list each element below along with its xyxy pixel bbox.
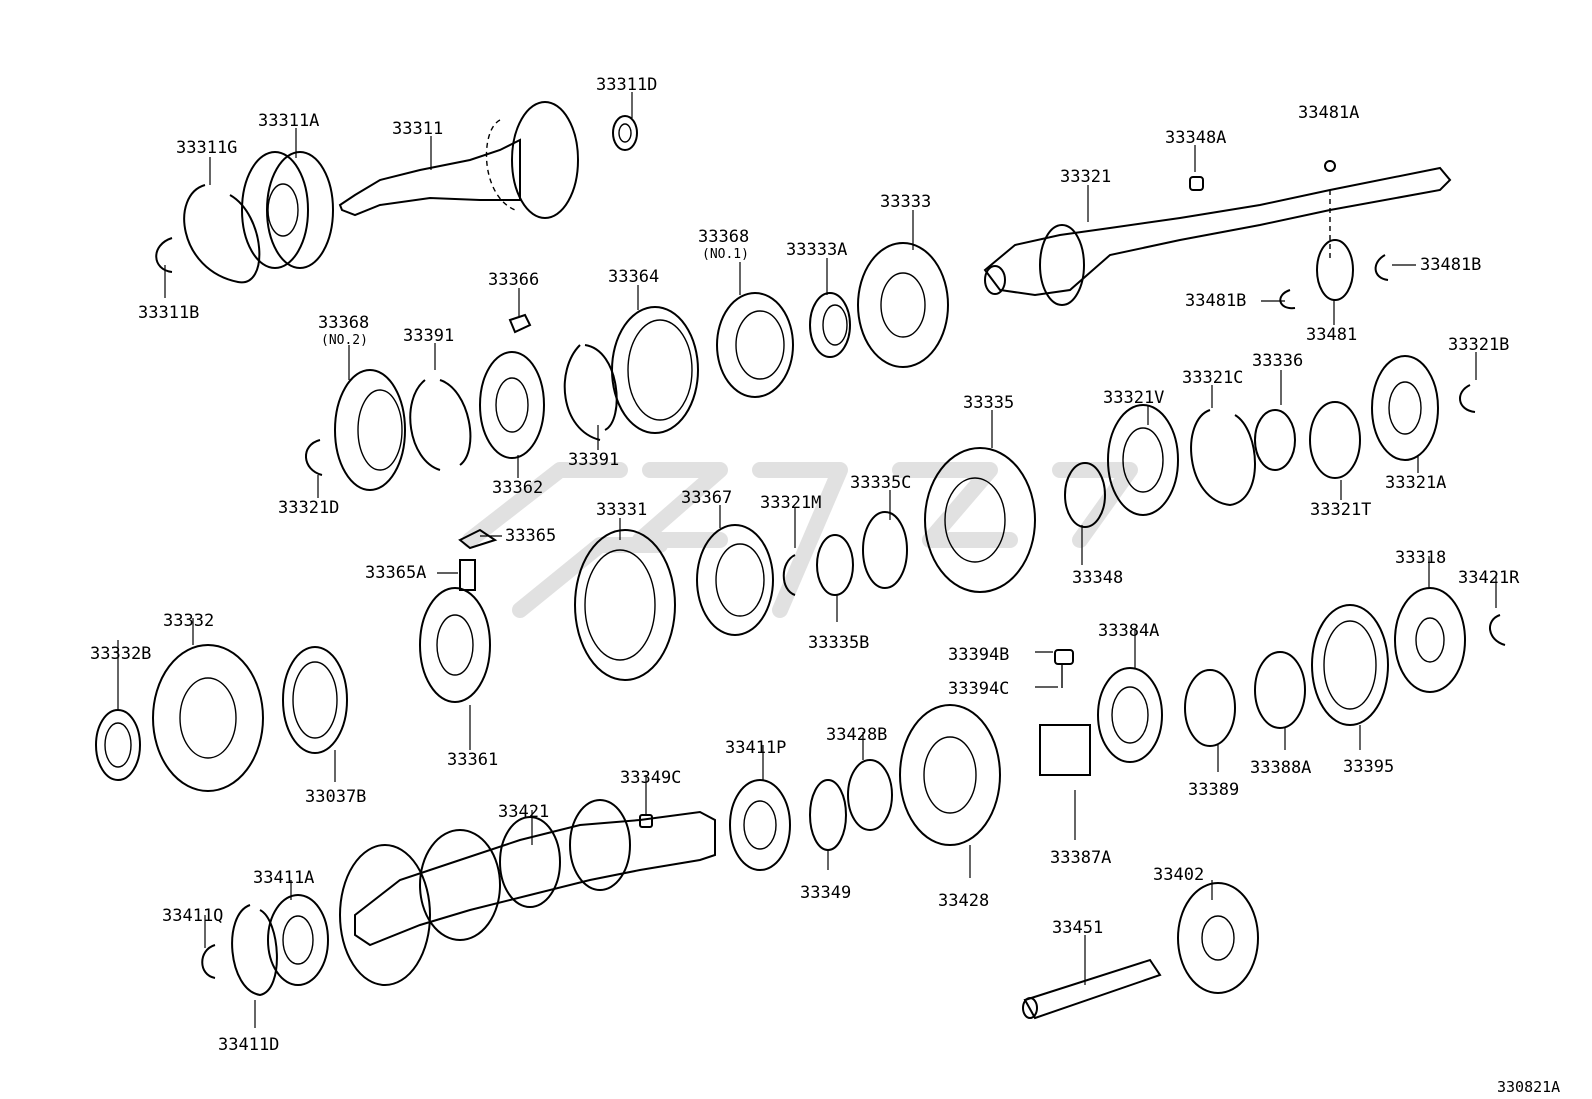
label-33349C: 33349C — [620, 768, 681, 788]
fifth-gear-group — [1039, 587, 1506, 776]
input-shaft-group — [155, 101, 638, 284]
label-33321T: 33321T — [1310, 500, 1371, 520]
reverse-gear-group — [729, 704, 1259, 1020]
note-no2: (NO.2) — [321, 333, 368, 348]
label-33321C: 33321C — [1182, 368, 1243, 388]
label-33365A: 33365A — [365, 563, 426, 583]
label-33332: 33332 — [163, 611, 214, 631]
label-33311: 33311 — [392, 119, 443, 139]
label-33311D: 33311D — [596, 75, 657, 95]
label-33311A: 33311A — [258, 111, 319, 131]
label-33321B: 33321B — [1448, 335, 1509, 355]
label-33411D: 33411D — [218, 1035, 279, 1055]
label-33394B: 33394B — [948, 645, 1009, 665]
label-33366: 33366 — [488, 270, 539, 290]
counter-shaft — [201, 799, 716, 997]
part-labels: 33311D 33311A 33311 33311G 33311B 33348A… — [90, 75, 1560, 1096]
label-33411P: 33411P — [725, 738, 786, 758]
label-33348A: 33348A — [1165, 128, 1226, 148]
note-no1: (NO.1) — [702, 247, 749, 262]
output-shaft — [983, 160, 1452, 306]
label-33321V: 33321V — [1103, 388, 1164, 408]
label-33388A: 33388A — [1250, 758, 1311, 778]
label-33336: 33336 — [1252, 351, 1303, 371]
label-33321A: 33321A — [1385, 473, 1446, 493]
label-33037B: 33037B — [305, 787, 366, 807]
label-33389: 33389 — [1188, 780, 1239, 800]
leader-lines — [117, 92, 1497, 1028]
watermark — [462, 462, 1138, 618]
label-33367: 33367 — [681, 488, 732, 508]
sync-assembly-row — [305, 242, 949, 491]
label-33481A: 33481A — [1298, 103, 1359, 123]
label-33335B: 33335B — [808, 633, 869, 653]
label-33421R: 33421R — [1458, 568, 1520, 588]
label-33311B: 33311B — [138, 303, 199, 323]
label-33318: 33318 — [1395, 548, 1446, 568]
label-33349: 33349 — [800, 883, 851, 903]
rear-bearing-row — [924, 239, 1476, 593]
label-33402: 33402 — [1153, 865, 1204, 885]
label-33321M: 33321M — [760, 493, 821, 513]
label-33335: 33335 — [963, 393, 1014, 413]
label-33428B: 33428B — [826, 725, 887, 745]
second-gear-group — [95, 644, 348, 792]
label-33321: 33321 — [1060, 167, 1111, 187]
label-33421: 33421 — [498, 802, 549, 822]
label-33333: 33333 — [880, 192, 931, 212]
label-33368-no1: 33368 — [698, 227, 749, 247]
label-33411Q: 33411Q — [162, 906, 223, 926]
label-33333A: 33333A — [786, 240, 847, 260]
label-33335C: 33335C — [850, 473, 911, 493]
label-33391-top: 33391 — [403, 326, 454, 346]
label-33384A: 33384A — [1098, 621, 1159, 641]
label-33395: 33395 — [1343, 757, 1394, 777]
label-33365: 33365 — [505, 526, 556, 546]
label-33391-bottom: 33391 — [568, 450, 619, 470]
label-33364: 33364 — [608, 267, 659, 287]
label-33361: 33361 — [447, 750, 498, 770]
label-33451: 33451 — [1052, 918, 1103, 938]
label-33411A: 33411A — [253, 868, 314, 888]
label-33368-no2: 33368 — [318, 313, 369, 333]
label-33394C: 33394C — [948, 679, 1009, 699]
label-33481: 33481 — [1306, 325, 1357, 345]
label-33348: 33348 — [1072, 568, 1123, 588]
label-33387A: 33387A — [1050, 848, 1111, 868]
label-33428: 33428 — [938, 891, 989, 911]
label-33332B: 33332B — [90, 644, 151, 664]
label-33481B-left: 33481B — [1185, 291, 1246, 311]
counter-gear-row — [419, 511, 908, 703]
label-33331: 33331 — [596, 500, 647, 520]
label-33311G: 33311G — [176, 138, 237, 158]
label-33321D: 33321D — [278, 498, 339, 518]
figure-id: 330821A — [1497, 1078, 1560, 1096]
label-33362: 33362 — [492, 478, 543, 498]
label-33481B-right: 33481B — [1420, 255, 1481, 275]
